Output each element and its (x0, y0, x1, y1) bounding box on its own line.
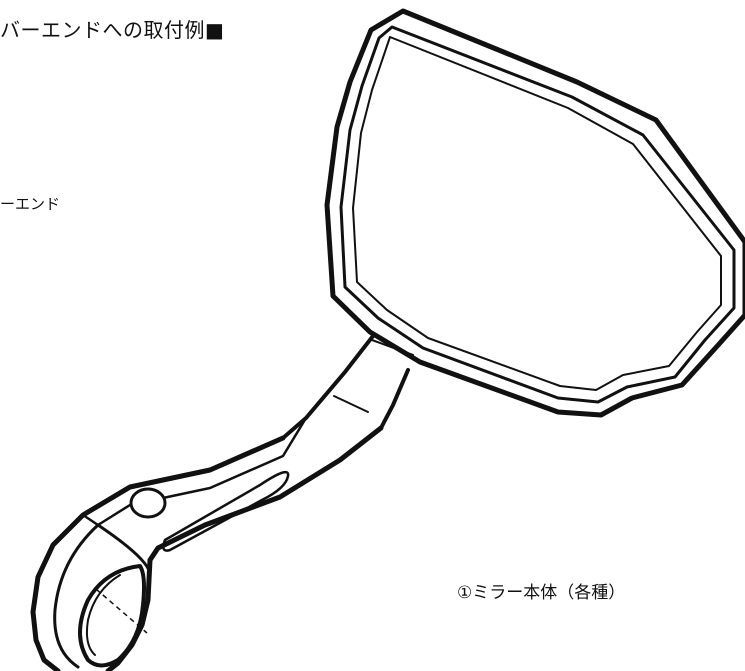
mirror-head-rim (339, 25, 736, 404)
diagram-heading: バーエンドへの取付例■ (0, 18, 225, 42)
clamp-ring-outer (53, 523, 152, 669)
bar-center-line (95, 588, 148, 634)
screw-hole (129, 487, 167, 519)
mirror-body-label: ①ミラー本体（各種） (457, 583, 626, 603)
mirror-head-outer (324, 8, 745, 418)
mirror-glass (352, 36, 722, 391)
clamp-arm-outer (30, 435, 286, 671)
clamp-arm-lower (105, 425, 384, 671)
arm-slot (162, 470, 290, 552)
clamp-ring-rim (85, 574, 121, 656)
stem-edge-line (333, 339, 414, 413)
clamp-arm-top-face (81, 416, 308, 527)
bar-end-label: ーエンド (0, 195, 61, 213)
clamp-ring-inner (78, 564, 146, 668)
mirror-stem (281, 334, 410, 440)
